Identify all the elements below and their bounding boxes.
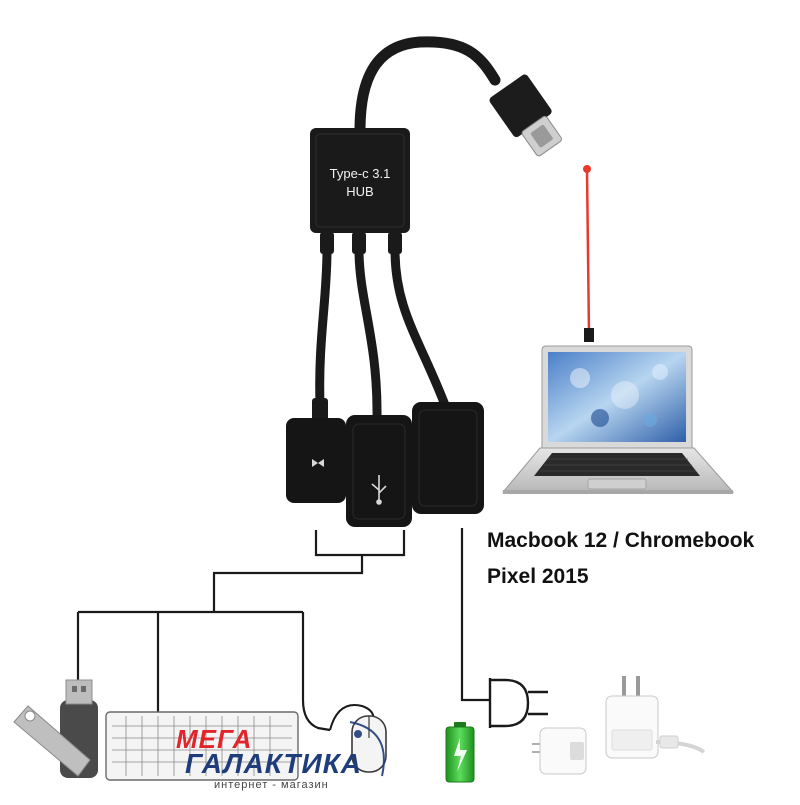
hub-label-line1: Type-c 3.1 — [330, 166, 391, 181]
watermark-line1: МЕГА — [176, 724, 253, 754]
hub-body — [310, 128, 410, 233]
caption-line2: Pixel 2015 — [487, 565, 589, 588]
connection-lines — [76, 528, 490, 732]
laptop-image — [501, 345, 735, 494]
usb-flash-drive — [13, 679, 98, 778]
hub-label-line2: HUB — [346, 184, 373, 199]
cube-charger-image — [532, 727, 587, 775]
battery-icon — [445, 722, 475, 783]
power-line — [585, 169, 591, 336]
hub-cable-left — [315, 249, 332, 406]
caption-line1: Macbook 12 / Chromebook — [487, 529, 755, 552]
micro-usb-port — [286, 398, 346, 503]
power-plug-icon — [488, 678, 548, 728]
usb-c-cable — [354, 36, 501, 136]
watermark-line2: ГАЛАКТИКА — [185, 748, 363, 779]
hub-cable-middle — [354, 249, 382, 419]
mouse-image — [329, 704, 387, 773]
hub-cable-right — [390, 249, 450, 407]
keyboard-image — [105, 711, 299, 781]
watermark-logo-ring — [349, 721, 385, 777]
usb-symbol-icon — [371, 475, 387, 505]
wall-charger-image — [605, 676, 706, 759]
usb-c-plug — [489, 74, 563, 157]
usb-a-port-right — [412, 402, 484, 514]
usb-a-port-middle — [346, 415, 412, 527]
watermark-line3: интернет - магазин — [214, 779, 329, 791]
